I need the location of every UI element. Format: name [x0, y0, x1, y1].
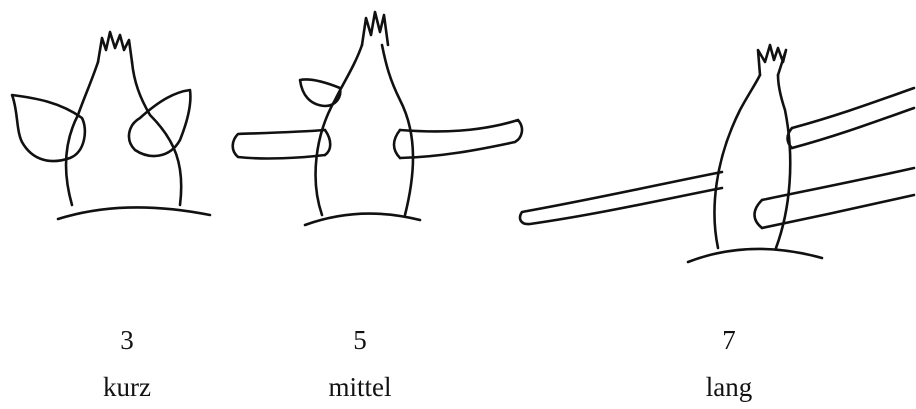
panel-label-mittel: mittel: [280, 372, 440, 403]
panel-number-kurz: 3: [47, 325, 207, 356]
panel-label-lang: lang: [649, 372, 809, 403]
panel-label-kurz: kurz: [47, 372, 207, 403]
panel-number-mittel: 5: [280, 325, 440, 356]
panel-number-lang: 7: [649, 325, 809, 356]
